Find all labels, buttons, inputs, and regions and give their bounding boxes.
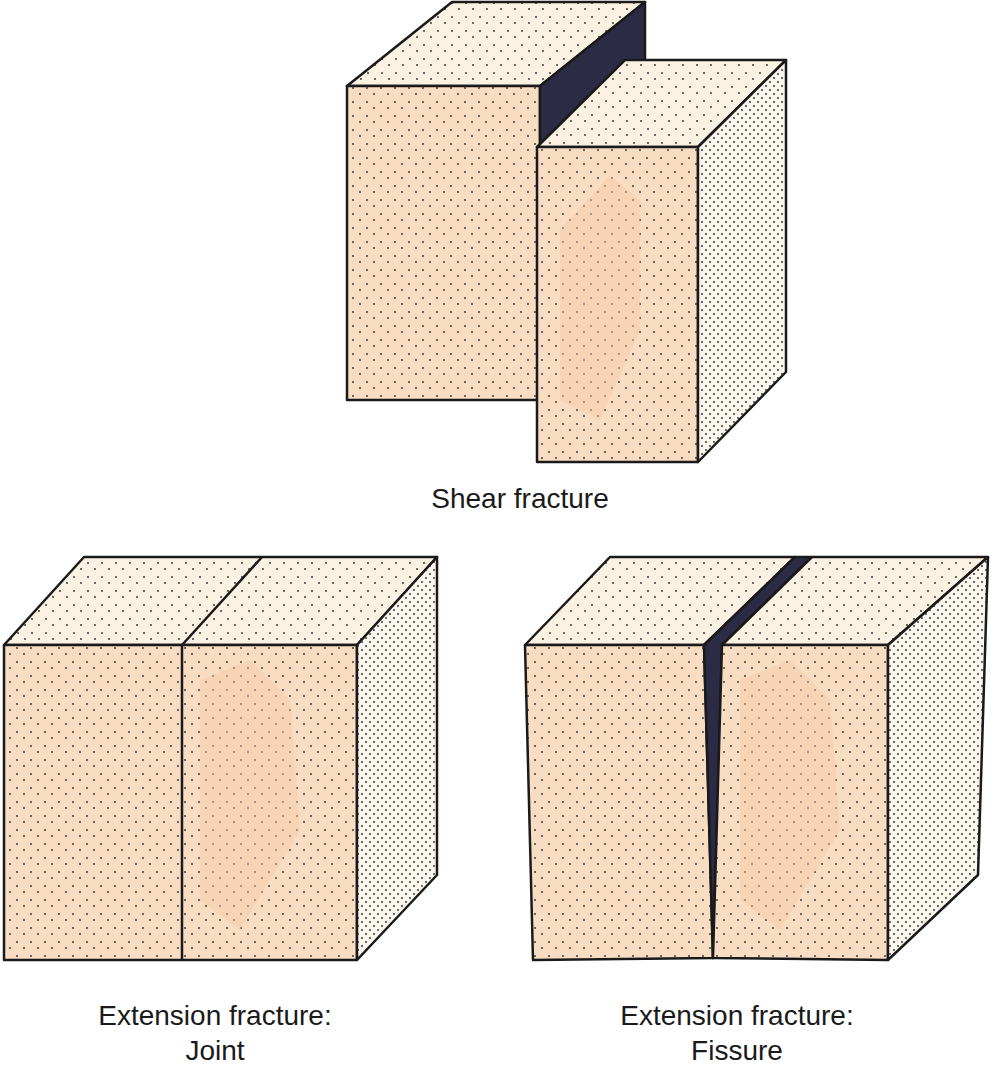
figure-label: Extension fracture: Joint [70, 998, 360, 1068]
joint-line [182, 557, 262, 645]
fissure-block [525, 557, 988, 960]
joint-line [181, 645, 184, 960]
figure-label: Shear fracture [370, 481, 670, 516]
figure-label: Extension fracture: Fissure [592, 998, 882, 1068]
shear-block-right [537, 60, 786, 462]
joint-block [4, 557, 437, 960]
